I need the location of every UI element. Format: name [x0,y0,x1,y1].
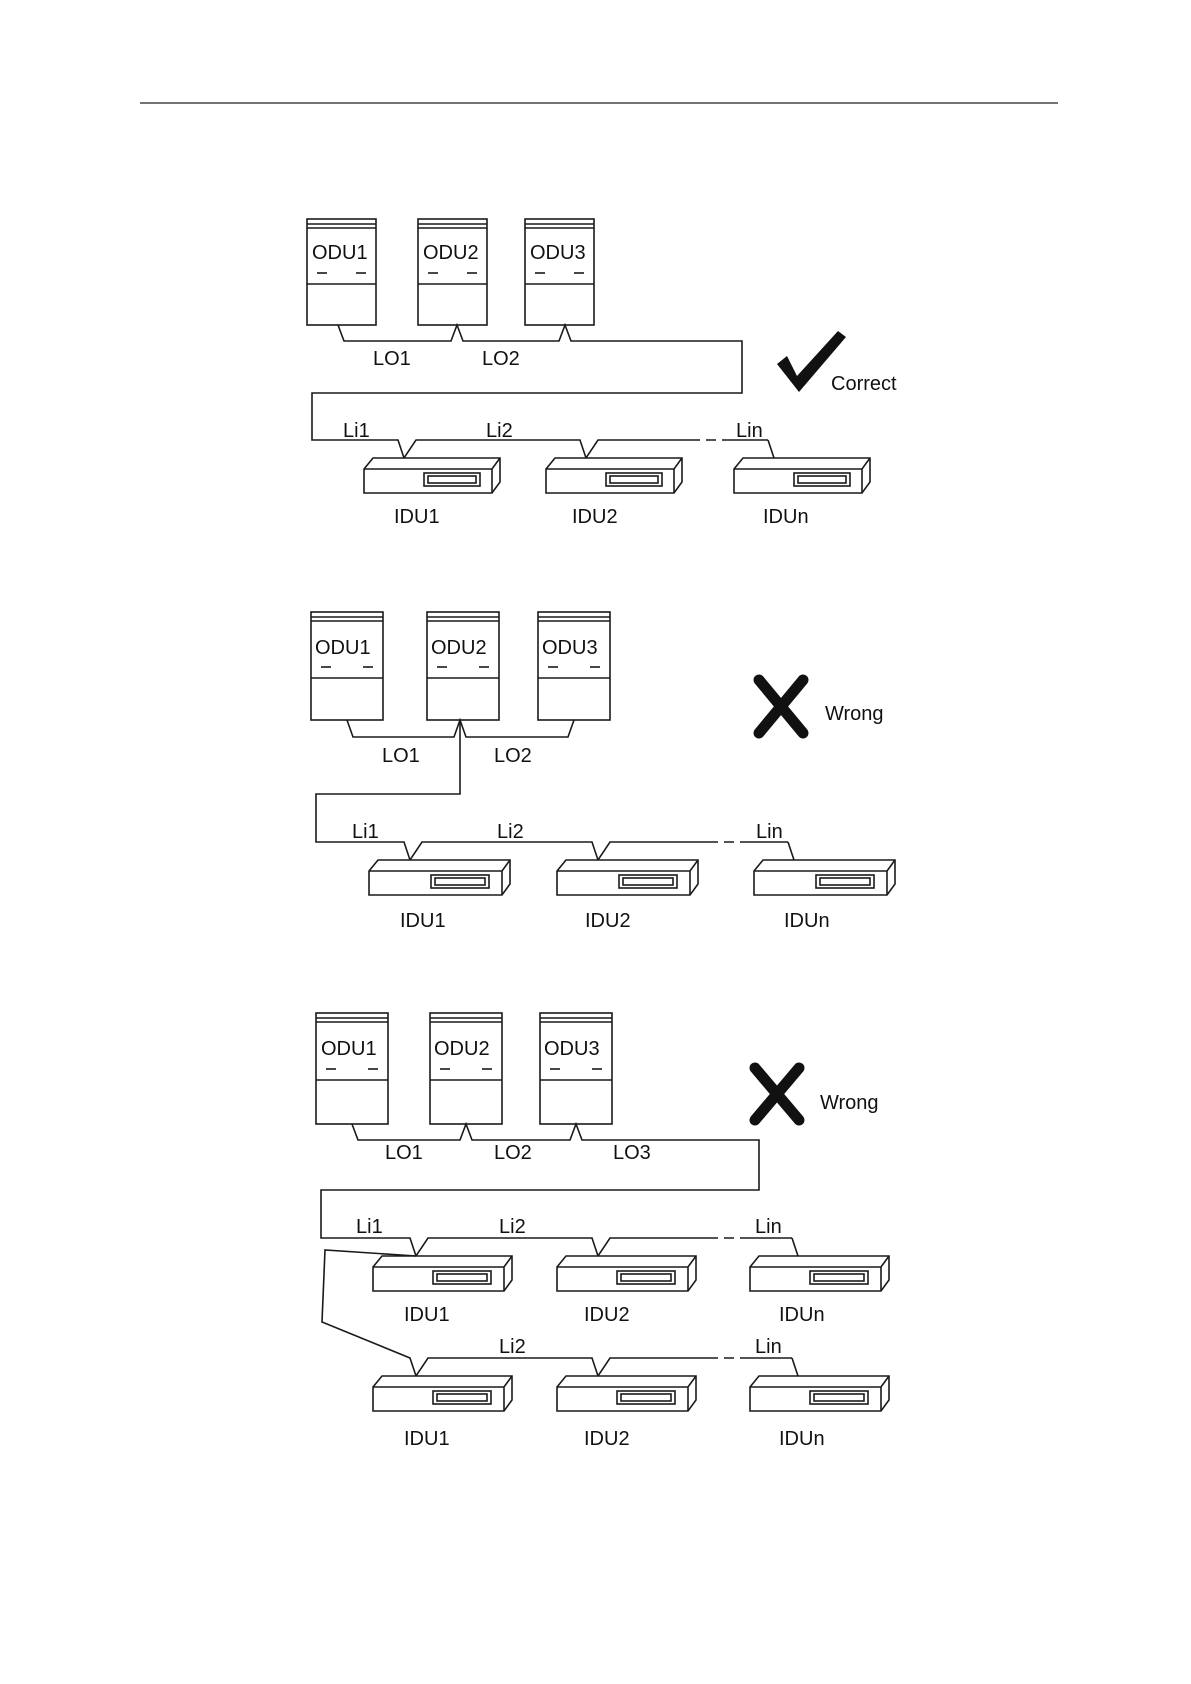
idu-label: IDU2 [584,1304,630,1326]
indoor-unit [557,1376,696,1411]
odu-label: ODU1 [321,1038,377,1060]
odu-label: ODU2 [431,637,487,659]
indoor-unit [734,458,870,493]
link-label: LO1 [382,745,420,767]
link-label: Li1 [352,821,379,843]
indoor-unit [750,1376,889,1411]
diagram-wrong-2: ODU1 ODU2 ODU3 LO1 LO2 LO3 Li1 Li2 [316,1013,889,1450]
odu-label: ODU2 [423,242,479,264]
link-label: LO1 [373,348,411,370]
idu-label: IDUn [779,1304,825,1326]
odu-label: ODU3 [530,242,586,264]
idu-label: IDU1 [404,1428,450,1450]
link-label: LO2 [494,745,532,767]
link-label: Li1 [343,420,370,442]
outdoor-unit: ODU3 [540,1013,612,1124]
link-label: Lin [756,821,783,843]
verdict-label: Correct [831,373,897,395]
cross-icon [759,680,803,733]
indoor-unit [754,860,895,895]
link-label: Lin [755,1216,782,1238]
link-label: LO3 [613,1142,651,1164]
link-label: Lin [736,420,763,442]
verdict-label: Wrong [820,1092,879,1114]
idu-label: IDU1 [400,910,446,932]
link-label: Lin [755,1336,782,1358]
indoor-unit [546,458,682,493]
outdoor-unit: ODU1 [311,612,383,720]
idu-label: IDU1 [404,1304,450,1326]
link-label: LO2 [494,1142,532,1164]
indoor-unit [557,1256,696,1291]
indoor-unit [369,860,510,895]
link-label: Li2 [499,1216,526,1238]
indoor-unit [750,1256,889,1291]
outdoor-unit: ODU1 [307,219,376,325]
idu-label: IDU2 [585,910,631,932]
verdict-label: Wrong [825,703,884,725]
idu-label: IDU1 [394,506,440,528]
idu-label: IDU2 [584,1428,630,1450]
odu-label: ODU3 [544,1038,600,1060]
link-label: Li2 [486,420,513,442]
link-label: LO1 [385,1142,423,1164]
odu-label: ODU1 [312,242,368,264]
outdoor-wiring [312,325,742,458]
outdoor-unit: ODU3 [538,612,610,720]
diagram-wrong-1: ODU1 ODU2 ODU3 LO1 LO2 Li1 Li2 Lin [311,612,895,932]
outdoor-unit: ODU2 [430,1013,502,1124]
indoor-unit [373,1376,512,1411]
odu-label: ODU3 [542,637,598,659]
outdoor-unit: ODU2 [418,219,487,325]
cross-icon [755,1068,799,1120]
idu-label: IDUn [784,910,830,932]
odu-label: ODU2 [434,1038,490,1060]
indoor-unit [557,860,698,895]
link-label: Li2 [499,1336,526,1358]
link-label: LO2 [482,348,520,370]
indoor-unit [373,1256,512,1291]
idu-label: IDUn [763,506,809,528]
outdoor-unit: ODU3 [525,219,594,325]
idu-label: IDUn [779,1428,825,1450]
link-label: Li2 [497,821,524,843]
outdoor-unit: ODU1 [316,1013,388,1124]
link-label: Li1 [356,1216,383,1238]
outdoor-unit: ODU2 [427,612,499,720]
odu-label: ODU1 [315,637,371,659]
idu-label: IDU2 [572,506,618,528]
diagram-correct: ODU1 ODU2 ODU3 LO1 LO2 Li1 Li2 Lin [307,219,897,528]
indoor-unit [364,458,500,493]
